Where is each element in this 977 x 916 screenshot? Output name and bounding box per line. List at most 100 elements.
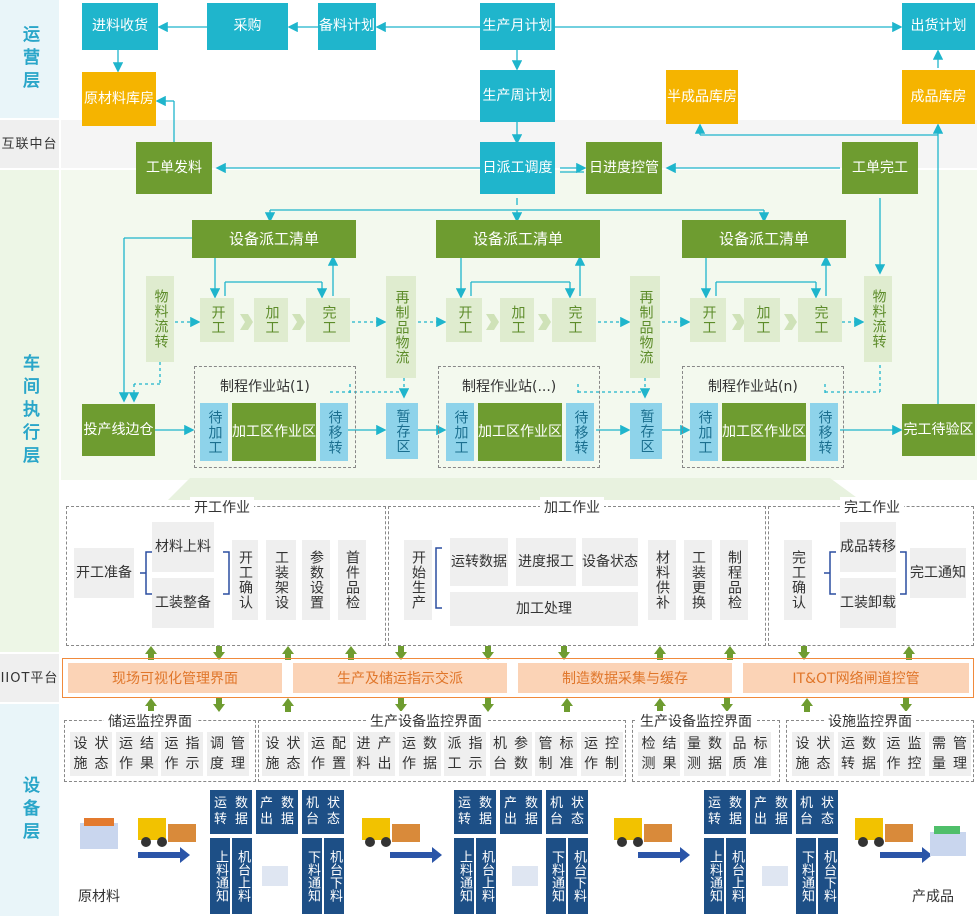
start-step-2: 开工 — [446, 298, 482, 342]
dev-machine-status-2: 机台状态 — [546, 790, 588, 834]
product-move: 成品转移 — [840, 522, 896, 572]
dev-output-data-1: 产出数据 — [256, 790, 298, 834]
run-data: 运转数据 — [450, 538, 508, 586]
finish-panel-title: 完工作业 — [840, 497, 904, 517]
monitor-item: 运作指示 — [161, 732, 203, 776]
dev-machine-feed-3: 机台上料 — [726, 838, 746, 914]
equip-status: 设备状态 — [582, 538, 638, 586]
dispatch-list-2: 设备派工清单 — [436, 220, 600, 258]
monitor-item: 管制标准 — [535, 732, 577, 776]
station-2 — [438, 366, 600, 468]
first-check: 首件品检 — [338, 540, 366, 620]
finish-notice: 完工通知 — [910, 548, 966, 598]
tool-unload: 工装卸载 — [840, 578, 896, 628]
monitor-group-1-title: 储运监控界面 — [104, 711, 196, 731]
monitor-item: 检测结果 — [638, 732, 680, 776]
dev-run-data-3: 运转数据 — [704, 790, 746, 834]
material-flow-2: 物料流转 — [864, 276, 892, 362]
start-step-3: 开工 — [690, 298, 726, 342]
reprocess-flow-2: 再制品物流 — [630, 276, 660, 378]
dev-machine-unload-2: 机台下料 — [568, 838, 588, 914]
dev-machine-unload-3: 机台下料 — [818, 838, 838, 914]
start-panel-title: 开工作业 — [190, 497, 254, 517]
monitor-item: 运作控制 — [580, 732, 623, 776]
monitor-item: 品质标准 — [729, 732, 771, 776]
buffer-1: 暂存区 — [386, 403, 418, 459]
monitor-item: 设施状态 — [262, 732, 304, 776]
dev-unload-notice-3: 下料通知 — [796, 838, 816, 914]
dev-output-data-2: 产出数据 — [500, 790, 542, 834]
progress-report: 进度报工 — [516, 538, 576, 586]
monitor-item: 量测数据 — [683, 732, 726, 776]
process-check: 制程品检 — [720, 540, 748, 620]
monitor-item: 运作数据 — [398, 732, 441, 776]
layer-device-label: 设备层 — [0, 704, 59, 916]
dev-machine-unload-1: 机台下料 — [324, 838, 344, 914]
process-area-3: 加工区作业区 — [722, 403, 806, 461]
iiot-visual: 现场可视化管理界面 — [68, 663, 282, 693]
monitor-item: 运转数据 — [837, 732, 880, 776]
tool-prepare: 工装整备 — [152, 578, 214, 628]
raw-material-icon — [80, 818, 118, 849]
station-3 — [682, 366, 844, 468]
layer-workshop-label: 车间执行层 — [0, 170, 59, 652]
finished-store-box: 成品库房 — [902, 70, 975, 124]
dev-run-data-2: 运转数据 — [454, 790, 496, 834]
buffer-2: 暂存区 — [630, 403, 662, 459]
process-panel-title: 加工作业 — [540, 497, 604, 517]
start-step-1: 开工 — [200, 298, 234, 342]
dev-unload-notice-2: 下料通知 — [546, 838, 566, 914]
product-icon — [930, 826, 966, 856]
dev-feed-notice-1: 上料通知 — [210, 838, 230, 914]
dev-machine-status-3: 机台状态 — [796, 790, 838, 834]
monitor-item: 运作配置 — [307, 732, 350, 776]
wait-process-2: 待加工 — [446, 403, 474, 461]
ship-plan-box: 出货计划 — [902, 3, 975, 50]
done-step-3: 完工 — [798, 298, 842, 342]
start-confirm: 开工确认 — [232, 540, 258, 620]
finish-wait-box: 完工待验区 — [902, 404, 975, 456]
product-label: 产成品 — [912, 889, 954, 905]
dispatch-list-1: 设备派工清单 — [192, 220, 356, 258]
process-step-1: 加工 — [254, 298, 288, 342]
monitor-item: 派工指示 — [444, 732, 486, 776]
finish-confirm: 完工确认 — [784, 540, 812, 620]
dispatch-list-3: 设备派工清单 — [682, 220, 846, 258]
monitor-item: 需量管理 — [928, 732, 971, 776]
process-area-1: 加工区作业区 — [232, 403, 316, 461]
process-step-3: 加工 — [744, 298, 780, 342]
dev-run-data-1: 运转数据 — [210, 790, 252, 834]
iiot-gateway: IT&OT网络闸道控管 — [743, 663, 969, 693]
complete-box: 工单完工 — [842, 142, 918, 194]
dev-machine-feed-2: 机台上料 — [476, 838, 496, 914]
process-handle: 加工处理 — [450, 592, 638, 626]
dispatch-box: 日派工调度 — [480, 142, 555, 194]
done-step-2: 完工 — [552, 298, 596, 342]
wait-move-1: 待移转 — [320, 403, 348, 461]
start-prepare: 开工准备 — [74, 548, 134, 598]
monitor-item: 调度管理 — [206, 732, 249, 776]
progress-box: 日进度控管 — [586, 142, 662, 194]
line-side-box: 投产线边仓 — [82, 404, 155, 456]
purchase-box: 采购 — [207, 3, 288, 50]
monthly-plan-box: 生产月计划 — [480, 3, 555, 50]
weekly-plan-box: 生产周计划 — [480, 70, 555, 122]
start-production: 开始生产 — [404, 540, 432, 620]
forklift-icon — [138, 818, 196, 847]
monitor-item: 运作结果 — [115, 732, 158, 776]
dev-machine-feed-1: 机台上料 — [232, 838, 252, 914]
process-area-2: 加工区作业区 — [478, 403, 562, 461]
layer-ops-label: 运营层 — [0, 0, 59, 118]
wait-move-2: 待移转 — [566, 403, 594, 461]
dev-feed-notice-2: 上料通知 — [454, 838, 474, 914]
monitor-group-4-title: 设施监控界面 — [824, 711, 916, 731]
station-1-title: 制程作业站(1) — [220, 379, 310, 395]
wait-process-1: 待加工 — [200, 403, 228, 461]
dev-machine-status-1: 机台状态 — [302, 790, 344, 834]
material-flow-1: 物料流转 — [146, 276, 174, 362]
dev-output-data-3: 产出数据 — [750, 790, 792, 834]
material-supply: 材料供补 — [648, 540, 676, 620]
raw-material-label: 原材料 — [78, 889, 120, 905]
